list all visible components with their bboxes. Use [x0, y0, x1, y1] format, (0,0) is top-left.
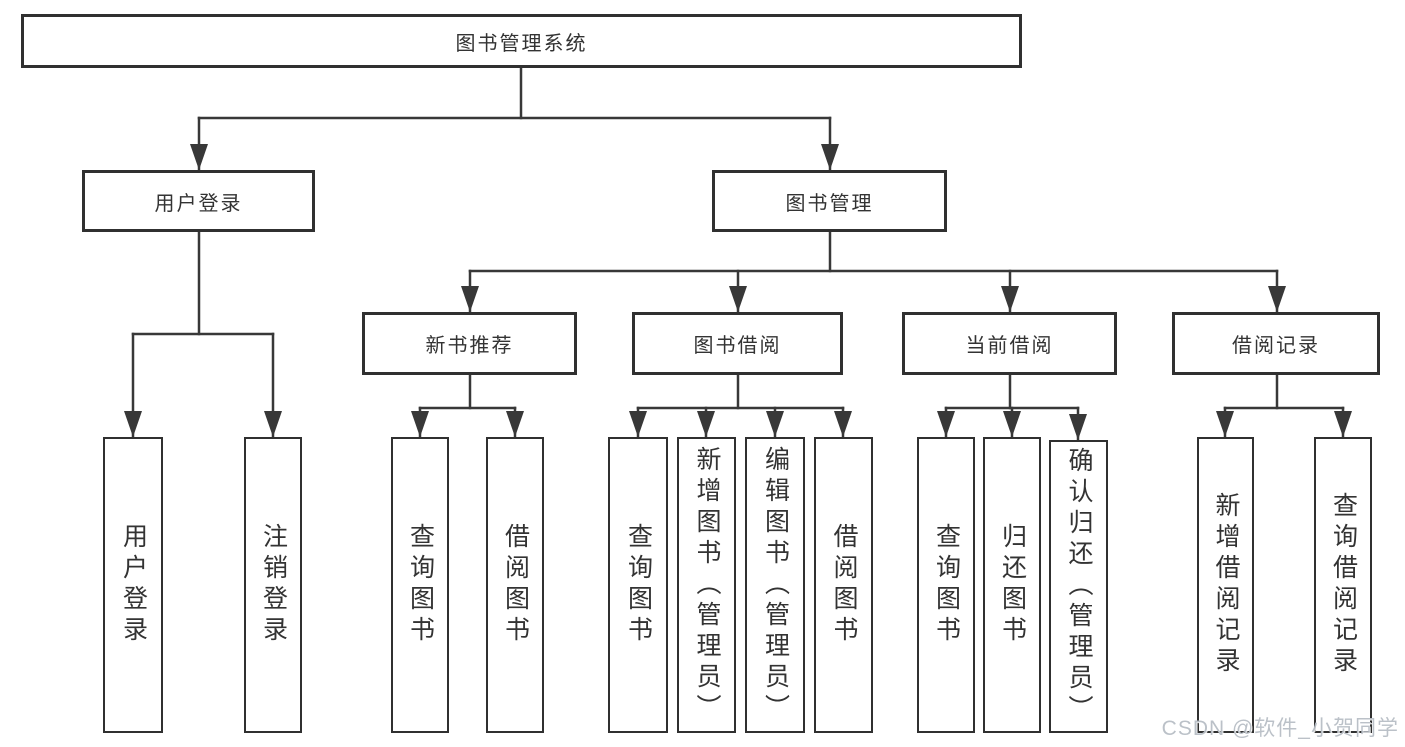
node-label: 借阅图书: [501, 523, 530, 647]
leaf-borrow-edit-book-admin: 编辑图书（管理员）: [745, 437, 805, 733]
connector-user-login-children: [124, 230, 282, 438]
connector-root-to-level2: [190, 66, 839, 171]
leaf-current-confirm-return-admin: 确认归还（管理员）: [1049, 440, 1108, 733]
leaf-rec-borrow-book: 借阅图书: [486, 437, 544, 733]
csdn-watermark: CSDN @软件_小贺同学: [1161, 717, 1399, 740]
node-label: 新增借阅记录: [1212, 492, 1240, 678]
connector-new-book-recommend-children: [411, 373, 524, 438]
node-label: 借阅图书: [830, 523, 858, 647]
connector-borrow-record-children: [1216, 373, 1352, 438]
node-label: 用户登录: [154, 192, 243, 215]
node-label: 确认归还（管理员）: [1065, 447, 1093, 726]
leaf-logout: 注销登录: [244, 437, 302, 733]
node-label: 借阅记录: [1232, 335, 1320, 357]
node-book-management: 图书管理: [712, 170, 947, 232]
node-label: 查询图书: [932, 523, 961, 647]
node-label: 注销登录: [259, 523, 288, 647]
node-label: 查询借阅记录: [1329, 492, 1358, 678]
node-label: 图书借阅: [693, 335, 782, 357]
leaf-borrow-add-book-admin: 新增图书（管理员）: [677, 437, 736, 733]
node-new-book-recommend: 新书推荐: [362, 312, 577, 375]
node-label: 查询图书: [406, 523, 435, 647]
node-label: 用户登录: [119, 523, 148, 647]
leaf-user-login: 用户登录: [103, 437, 163, 733]
connector-book-borrow-children: [629, 373, 852, 438]
connector-book-management-children: [461, 230, 1286, 313]
leaf-record-query-record: 查询借阅记录: [1314, 437, 1372, 733]
node-root: 图书管理系统: [21, 14, 1022, 68]
node-label: 图书管理: [785, 192, 874, 215]
node-label: 查询图书: [624, 523, 653, 647]
node-borrow-record: 借阅记录: [1172, 312, 1380, 375]
node-user-login: 用户登录: [82, 170, 315, 232]
node-label: 当前借阅: [965, 335, 1054, 357]
leaf-rec-query-book: 查询图书: [391, 437, 449, 733]
node-book-borrow: 图书借阅: [632, 312, 843, 375]
node-label: 新书推荐: [425, 335, 514, 357]
node-label: 图书管理系统: [455, 32, 588, 55]
leaf-borrow-borrow-book: 借阅图书: [814, 437, 873, 733]
node-label: 新增图书（管理员）: [693, 445, 721, 725]
node-current-borrow: 当前借阅: [902, 312, 1117, 375]
leaf-record-add-record: 新增借阅记录: [1197, 437, 1254, 733]
leaf-current-return-book: 归还图书: [983, 437, 1041, 733]
node-label: 编辑图书（管理员）: [761, 445, 790, 725]
leaf-current-query-book: 查询图书: [917, 437, 975, 733]
node-label: 归还图书: [998, 523, 1027, 647]
connector-current-borrow-children: [937, 373, 1087, 441]
leaf-borrow-query-book: 查询图书: [608, 437, 668, 733]
